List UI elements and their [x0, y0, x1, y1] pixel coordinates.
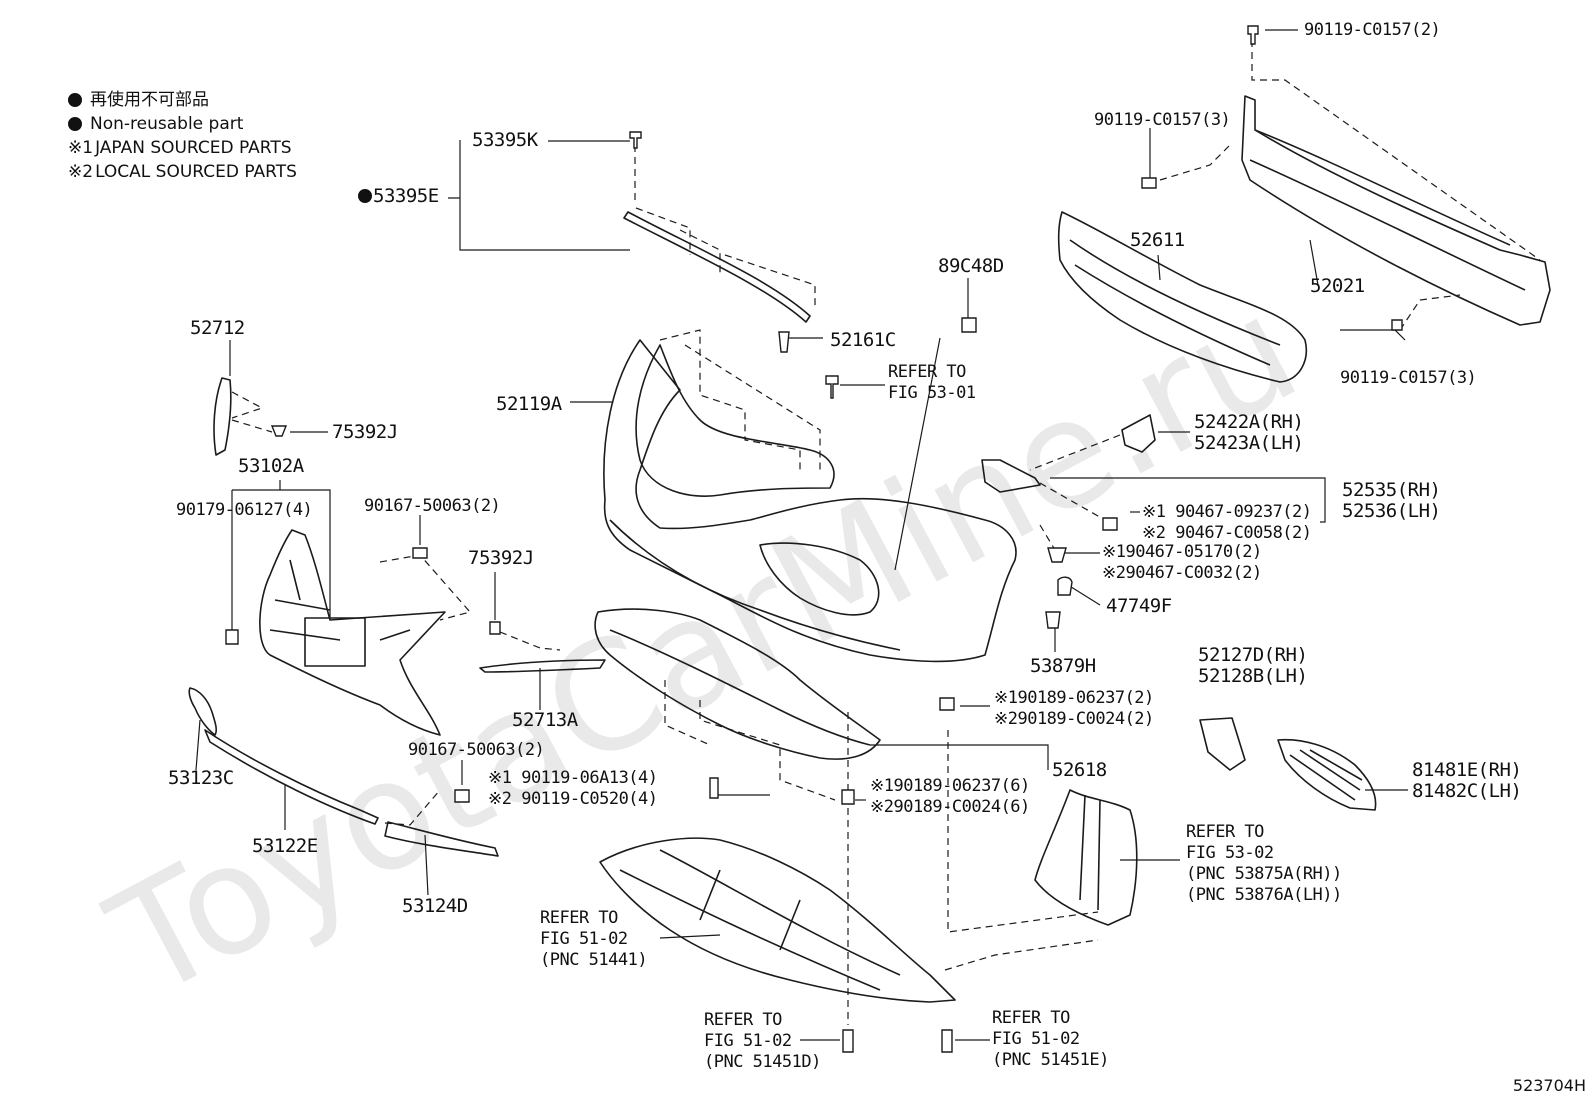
lower-corner-molding[interactable] — [384, 821, 499, 857]
engine-under-cover[interactable] — [599, 837, 956, 1003]
fender-liner[interactable] — [1034, 789, 1138, 926]
callout-90119-06A13[interactable]: ※1 90119-06A13(4) ※2 90119-C0520(4) — [488, 768, 658, 809]
fasteners — [225, 25, 1403, 1053]
callout-53124D[interactable]: 53124D — [402, 895, 468, 917]
legend-non-reusable-jp: 再使用不可部品 — [68, 88, 297, 112]
callout-90119-C0157-mid[interactable]: 90119-C0157(3) — [1094, 110, 1231, 130]
callout-53102A[interactable]: 53102A — [238, 455, 304, 477]
callout-52422A-52423A[interactable]: 52422A(RH) 52423A(LH) — [1194, 411, 1304, 454]
lower-absorber[interactable] — [594, 608, 881, 760]
tow-hook-cover[interactable] — [1199, 717, 1246, 771]
watermark-text: ToyotaCarMine.ru — [84, 263, 1324, 1032]
lower-cover-bracket[interactable] — [188, 687, 218, 736]
callout-53395E[interactable]: 53395E — [358, 186, 439, 207]
fog-lamp-cover[interactable] — [1277, 738, 1377, 811]
callout-90167-50063-b[interactable]: 90167-50063(2) — [408, 740, 545, 760]
callout-52618[interactable]: 52618 — [1052, 759, 1107, 781]
callout-90467-09237[interactable]: ※1 90467-09237(2) ※2 90467-C0058(2) — [1142, 502, 1312, 543]
callout-90119-C0157-low[interactable]: 90119-C0157(3) — [1340, 368, 1477, 388]
callout-52127D-52128B[interactable]: 52127D(RH) 52128B(LH) — [1198, 644, 1308, 687]
callout-refer-fig-51-02-b[interactable]: REFER TO FIG 51-02 (PNC 51451D) — [704, 1010, 821, 1072]
callout-90179-06127[interactable]: 90179-06127(4) — [176, 500, 313, 520]
callout-90119-C0157-top[interactable]: 90119-C0157(2) — [1304, 20, 1441, 40]
callout-refer-fig-51-02-a[interactable]: REFER TO FIG 51-02 (PNC 51441) — [540, 908, 648, 970]
bumper-cover[interactable] — [603, 339, 1017, 663]
callout-90189-06237-b[interactable]: ※190189-06237(6) ※290189-C0024(6) — [870, 776, 1030, 817]
figure-number: 523704H — [1512, 1076, 1586, 1095]
callout-47749F[interactable]: 47749F — [1106, 595, 1172, 617]
radiator-grille[interactable] — [259, 529, 446, 736]
grille-side-bracket[interactable] — [213, 377, 232, 456]
callout-refer-fig-53-01[interactable]: REFER TO FIG 53-01 — [888, 362, 976, 403]
callout-52712[interactable]: 52712 — [190, 317, 245, 339]
callout-81481E-81482C[interactable]: 81481E(RH) 81482C(LH) — [1412, 759, 1522, 802]
bumper-reinforcement[interactable] — [1241, 95, 1551, 326]
callout-52535-52536[interactable]: 52535(RH) 52536(LH) — [1342, 479, 1441, 522]
callout-75392J-b[interactable]: 75392J — [468, 547, 534, 569]
callout-75392J-a[interactable]: 75392J — [332, 421, 398, 443]
bumper-energy-absorber[interactable] — [1057, 211, 1307, 383]
side-support-52535[interactable] — [981, 459, 1041, 493]
callout-53123C[interactable]: 53123C — [168, 767, 234, 789]
callout-53879H[interactable]: 53879H — [1030, 655, 1096, 677]
upper-molding-strip[interactable] — [623, 211, 811, 323]
callout-53395K[interactable]: 53395K — [472, 129, 538, 151]
non-reusable-marker-icon — [358, 189, 372, 203]
callout-90167-50063-a[interactable]: 90167-50063(2) — [364, 496, 501, 516]
molding-clip[interactable] — [629, 131, 642, 149]
bullet-icon — [68, 93, 82, 107]
callout-refer-fig-53-02[interactable]: REFER TO FIG 53-02 (PNC 53875A(RH)) (PNC… — [1186, 822, 1342, 905]
callout-89C48D[interactable]: 89C48D — [938, 255, 1004, 277]
lower-grille-molding[interactable] — [479, 659, 606, 673]
callout-52161C[interactable]: 52161C — [830, 329, 896, 351]
callout-52021[interactable]: 52021 — [1310, 275, 1365, 297]
callout-53122E[interactable]: 53122E — [252, 835, 318, 857]
legend-non-reusable-en: Non-reusable part — [68, 112, 297, 136]
side-retainer-52422A[interactable] — [1121, 414, 1156, 453]
front-lower-molding[interactable] — [204, 729, 379, 825]
callout-90189-06237-a[interactable]: ※190189-06237(2) ※290189-C0024(2) — [994, 688, 1154, 729]
bullet-icon — [68, 117, 82, 131]
callout-52119A[interactable]: 52119A — [496, 393, 562, 415]
callout-52611[interactable]: 52611 — [1130, 229, 1185, 251]
callout-refer-fig-51-02-c[interactable]: REFER TO FIG 51-02 (PNC 51451E) — [992, 1008, 1109, 1070]
callout-90467-05170[interactable]: ※190467-05170(2) ※290467-C0032(2) — [1102, 542, 1262, 583]
callout-52713A[interactable]: 52713A — [512, 709, 578, 731]
leader-lines — [195, 29, 1408, 1041]
